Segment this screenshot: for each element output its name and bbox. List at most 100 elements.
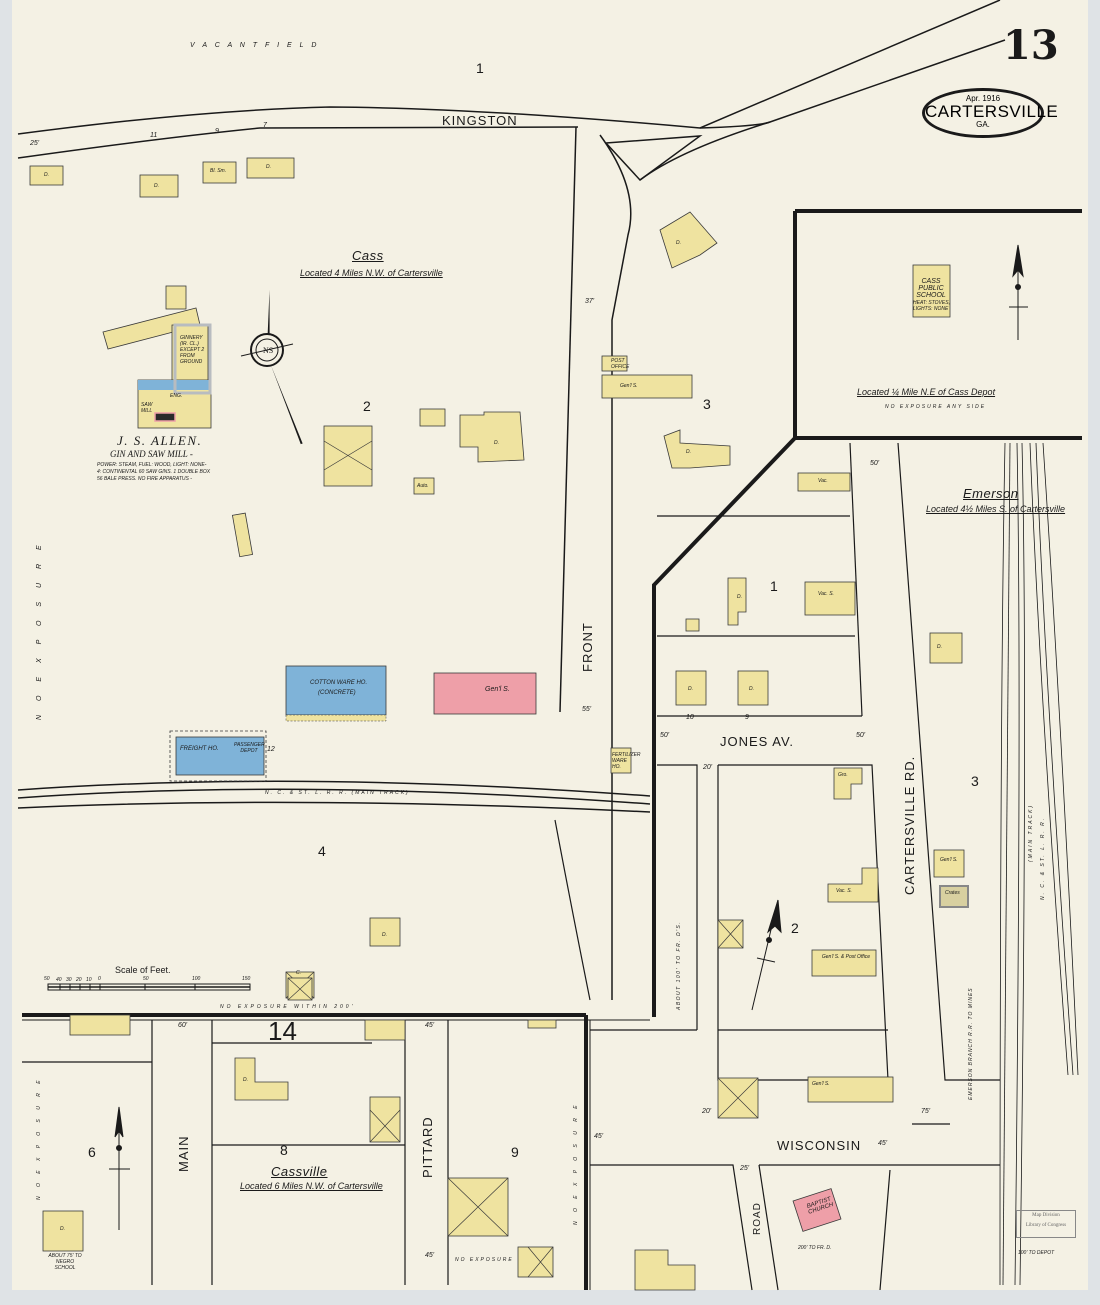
triangle-island [604, 135, 703, 182]
mill-owner: J. S. ALLEN. [117, 433, 203, 448]
scale-title: Scale of Feet. [115, 965, 171, 975]
building-label: D. [676, 240, 681, 246]
distance-note: ABOUT 75' TO NEGRO SCHOOL [48, 1253, 82, 1271]
stamp-line: Map Division [1032, 1213, 1060, 1218]
dimension-label: 20' [702, 1108, 712, 1115]
block-number: 1 [476, 60, 484, 76]
dimension-label: 20' [703, 764, 713, 771]
dimension-label: 7 [263, 122, 267, 129]
scale-tick: 30 [66, 977, 72, 983]
block-number: 9 [511, 1144, 519, 1160]
block-number: 6 [88, 1144, 96, 1160]
dimension-label: 25' [30, 140, 40, 147]
dwelling [29, 165, 64, 186]
dimension-label: 50' [870, 460, 880, 467]
dimension-label: 11 [150, 132, 158, 139]
rr-label: N. C. & ST. L. R. R. [1040, 816, 1046, 900]
building-label: D. [737, 594, 742, 600]
street-label-kingston: KINGSTON [442, 113, 518, 128]
street-label-jones: JONES AV. [720, 734, 795, 749]
building-label: Vac. S. [836, 888, 852, 894]
building-label: C. [296, 970, 301, 976]
sheet-number: 13 [1003, 22, 1059, 69]
scale-tick: 100 [192, 976, 201, 982]
block-number: 3 [971, 773, 979, 789]
cotton-warehouse [285, 665, 387, 716]
dimension-label: 25' [740, 1165, 750, 1172]
no-exposure-note: NO EXPOSURE [455, 1257, 514, 1263]
building-label: D. [494, 440, 499, 446]
svg-text:NS: NS [263, 346, 273, 355]
block-number: 3 [703, 396, 711, 412]
front-street-west [559, 126, 577, 713]
street-label-road: ROAD [752, 1202, 763, 1235]
engine-label: ENG. [170, 393, 183, 399]
block-number: 4 [318, 843, 326, 859]
building-label: Vac. S. [818, 591, 834, 597]
rr-label: (MAIN TRACK) [1028, 803, 1034, 862]
street-label-main: MAIN [176, 1135, 191, 1173]
general-store-brick [433, 672, 537, 715]
place-subtitle-cassville: Located 6 Miles N.W. of Cartersville [240, 1181, 383, 1191]
frame-emerson-diag [652, 436, 797, 1017]
scale-tick: 20 [76, 977, 82, 983]
library-stamp: Map Division Library of Congress [1016, 1210, 1076, 1238]
building-label: D. [382, 932, 387, 938]
dimension-label: 55' [582, 706, 592, 713]
building-label: FREIGHT HO. [180, 746, 219, 752]
building-label: D. [686, 449, 691, 455]
building-label: Vac. [818, 478, 828, 484]
building-label: Gen'l S. [940, 857, 958, 863]
building-label: D. [60, 1226, 65, 1232]
kingston-road-north-edge [17, 106, 771, 135]
building-label: D. [154, 183, 159, 189]
dimension-label: 9 [215, 128, 219, 135]
state-name: GA. [976, 120, 990, 129]
vacant-field-note: V A C A N T F I E L D [190, 42, 320, 49]
building-label: Gen'l S. [485, 686, 510, 693]
building-label: COTTON WARE HO. [310, 680, 368, 686]
city-name: CARTERSVILLE [925, 102, 1059, 121]
dimension-label: 50' [856, 732, 866, 739]
no-exposure-note: N O E X P O S U R E [36, 539, 43, 720]
building-label: Gen'l S. [812, 1081, 830, 1087]
mill-details: POWER: STEAM, FUEL: WOOD, LIGHT: NONE- [97, 462, 207, 468]
building-label: FERTILIZER WARE HO. [612, 752, 641, 770]
front-street-east [599, 134, 632, 1000]
school-name: CASS [921, 278, 941, 285]
building-label: D. [688, 686, 693, 692]
street-label-front: FRONT [580, 622, 595, 672]
dimension-label: 60' [178, 1022, 188, 1029]
adjacent-sheet-number: 14 [268, 1016, 297, 1046]
school-name-2: PUBLIC SCHOOL [916, 285, 946, 299]
scale-tick: 40 [56, 977, 62, 983]
building-label: Bl. Sm. [210, 168, 227, 174]
scale-tick: 50 [44, 976, 50, 982]
street-label-pittard: PITTARD [420, 1116, 435, 1178]
dimension-label: 45' [425, 1022, 435, 1029]
building-label: Auto. [417, 483, 429, 489]
mill-details: 56 BALE PRESS. NO FIRE APPARATUS - [97, 476, 192, 482]
mill-details: 4: CONTINENTAL 60 SAW GINS. 1 DOUBLE BOX [97, 469, 211, 475]
street-label-wisconsin: WISCONSIN [777, 1138, 862, 1153]
scale-tick: 10 [86, 977, 92, 983]
sheet-date: Apr. 1916 [965, 94, 1001, 103]
dimension-label: 45' [878, 1140, 888, 1147]
dimension-label: 9 [745, 714, 749, 721]
railroad-label: N. C. & ST. L. R. R. (MAIN TRACK) [265, 790, 410, 796]
building-label-post-office: POST OFFICE [611, 358, 630, 370]
north-arrow-icon [751, 899, 782, 1011]
building-label: Gro. [838, 772, 848, 778]
freight-house [175, 736, 265, 776]
building-label: (CONCRETE) [318, 690, 356, 696]
north-arrow-icon [1009, 244, 1028, 340]
distance-note: 200' TO FR. D. [798, 1245, 832, 1251]
street-label-cartersville-rd: CARTERSVILLE RD. [902, 755, 917, 895]
building-label: D. [243, 1077, 248, 1083]
compass-rose-icon: NS [240, 289, 303, 445]
mill-type: GIN AND SAW MILL - [110, 449, 193, 459]
building-label: D. [937, 644, 942, 650]
building-label: D. [44, 172, 49, 178]
branch-rr-label: EMERSON BRANCH R.R. TO MINES [968, 987, 974, 1100]
